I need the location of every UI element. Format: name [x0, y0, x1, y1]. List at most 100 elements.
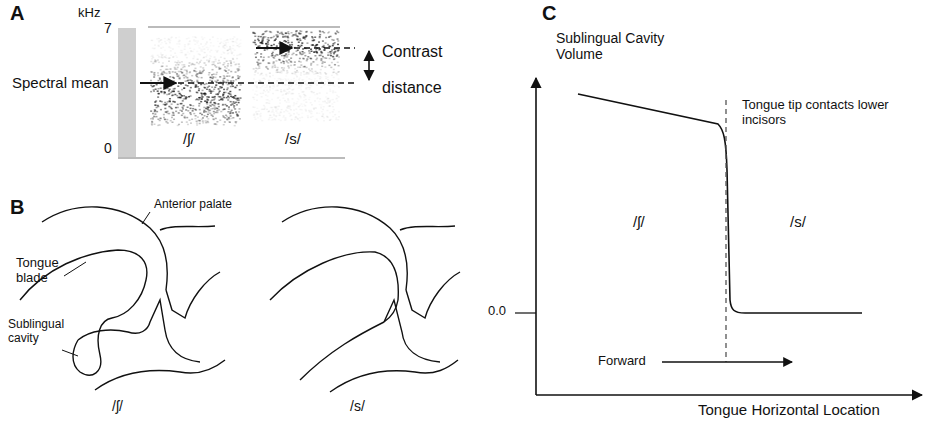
spectrogram-grain — [187, 85, 189, 87]
spectrogram-grain — [335, 32, 337, 34]
spectrogram-grain — [202, 71, 204, 73]
spectrogram-grain — [328, 65, 330, 67]
spectrogram-grain — [191, 63, 193, 65]
spectrogram-grain — [291, 81, 293, 83]
spectrogram-grain — [319, 31, 321, 32]
spectrogram-grain — [212, 116, 214, 118]
spectrogram-grain — [174, 61, 176, 63]
spectrogram-grain — [202, 122, 204, 124]
spectrogram-grain — [291, 44, 293, 46]
spectrogram-grain — [328, 31, 330, 33]
spectrogram-grain — [255, 82, 257, 84]
spectrogram-grain — [288, 106, 290, 108]
spectrogram-grain — [171, 122, 173, 124]
spectrogram-grain — [188, 53, 190, 55]
spectrogram-grain — [167, 88, 169, 90]
spectrogram-grain — [231, 110, 233, 112]
spectrogram-grain — [327, 54, 329, 56]
spectrogram-grain — [165, 42, 167, 44]
spectrogram-grain — [327, 44, 329, 46]
spectrogram-grain — [275, 108, 277, 110]
spectrogram-grain — [276, 69, 278, 71]
spectrogram-grain — [212, 45, 214, 47]
spectrogram-grain — [157, 106, 159, 108]
spectrogram-grain — [170, 68, 172, 70]
spectrogram-grain — [210, 105, 212, 107]
spectrogram-grain — [199, 61, 201, 63]
spectrogram-grain — [203, 107, 205, 109]
spectrogram-grain — [284, 56, 286, 58]
spectrogram-grain — [258, 36, 260, 38]
spectrogram-grain — [257, 64, 259, 66]
spectrogram-grain — [319, 92, 321, 94]
spectrogram-grain — [215, 118, 217, 120]
spectrogram-grain — [223, 89, 225, 91]
spectrogram-grain — [299, 58, 301, 60]
spectrogram-grain — [158, 38, 160, 40]
spectrogram-grain — [276, 36, 278, 38]
spectrogram-grain — [312, 116, 314, 118]
spectrogram-grain — [285, 93, 287, 95]
spectrogram-grain — [154, 104, 156, 106]
spectrogram-grain — [163, 91, 165, 93]
spectrogram-grain — [209, 77, 211, 79]
spectrogram-grain — [211, 114, 213, 116]
spectrogram-grain — [322, 101, 324, 103]
spectrogram-grain — [265, 94, 267, 96]
spectrogram-grain — [212, 108, 214, 110]
spectrogram-grain — [291, 93, 293, 95]
spectrogram-grain — [227, 87, 229, 89]
spectrogram-grain — [187, 51, 189, 53]
spectrogram-grain — [225, 82, 227, 84]
spectrogram-grain — [171, 36, 173, 38]
spectrogram-grain — [277, 98, 279, 100]
spectrogram-grain — [157, 75, 159, 77]
spectrogram-grain — [170, 37, 172, 39]
spectrogram-grain — [177, 67, 179, 69]
spectrogram-grain — [164, 119, 166, 121]
spectrogram-grain — [293, 102, 295, 104]
spectrogram-grain — [288, 50, 290, 52]
spectrogram-grain — [233, 41, 235, 43]
spectrogram-grain — [154, 113, 156, 115]
spectrogram-grain — [204, 45, 206, 47]
spectrogram-grain — [219, 90, 221, 92]
spectrogram-grain — [262, 33, 264, 35]
spectrogram-grain — [191, 75, 193, 77]
spectrogram-grain — [254, 40, 256, 42]
spectrogram-grain — [157, 90, 159, 92]
spectrogram-grain — [152, 63, 154, 65]
spectrogram-grain — [171, 95, 173, 97]
spectrogram-grain — [266, 75, 268, 77]
spectrogram-grain — [315, 108, 317, 110]
spectrogram-grain — [305, 73, 307, 75]
spectrogram-grain — [194, 70, 196, 72]
spectrogram-grain — [230, 111, 232, 113]
spectrogram-grain — [160, 47, 162, 49]
spectrogram-grain — [204, 120, 206, 122]
spectrogram-grain — [202, 49, 204, 51]
spectrogram-grain — [198, 63, 200, 65]
spectrogram-grain — [313, 108, 315, 110]
spectrogram-grain — [226, 60, 228, 62]
spectrogram-grain — [271, 107, 273, 109]
spectrogram-grain — [173, 77, 175, 79]
spectrogram-grain — [313, 39, 315, 41]
spectrogram-grain — [180, 94, 182, 96]
spectrogram-grain — [272, 93, 274, 95]
spectrogram-grain — [214, 98, 216, 100]
spectrogram-grain — [216, 72, 218, 74]
spectrogram-grain — [168, 71, 170, 73]
spectrogram-grain — [206, 102, 208, 104]
spectrogram-grain — [189, 112, 191, 114]
spectrogram-grain — [277, 90, 279, 92]
spectrogram-grain — [283, 94, 285, 96]
spectrogram-grain — [252, 32, 254, 33]
spectrogram-grain — [326, 110, 328, 112]
spectrogram-grain — [332, 84, 334, 86]
spectrogram-grain — [284, 36, 286, 38]
spectrogram-grain — [206, 99, 208, 101]
spectrogram-grain — [197, 116, 199, 118]
spectrogram-grain — [294, 119, 296, 121]
spectrogram-grain — [183, 95, 185, 97]
